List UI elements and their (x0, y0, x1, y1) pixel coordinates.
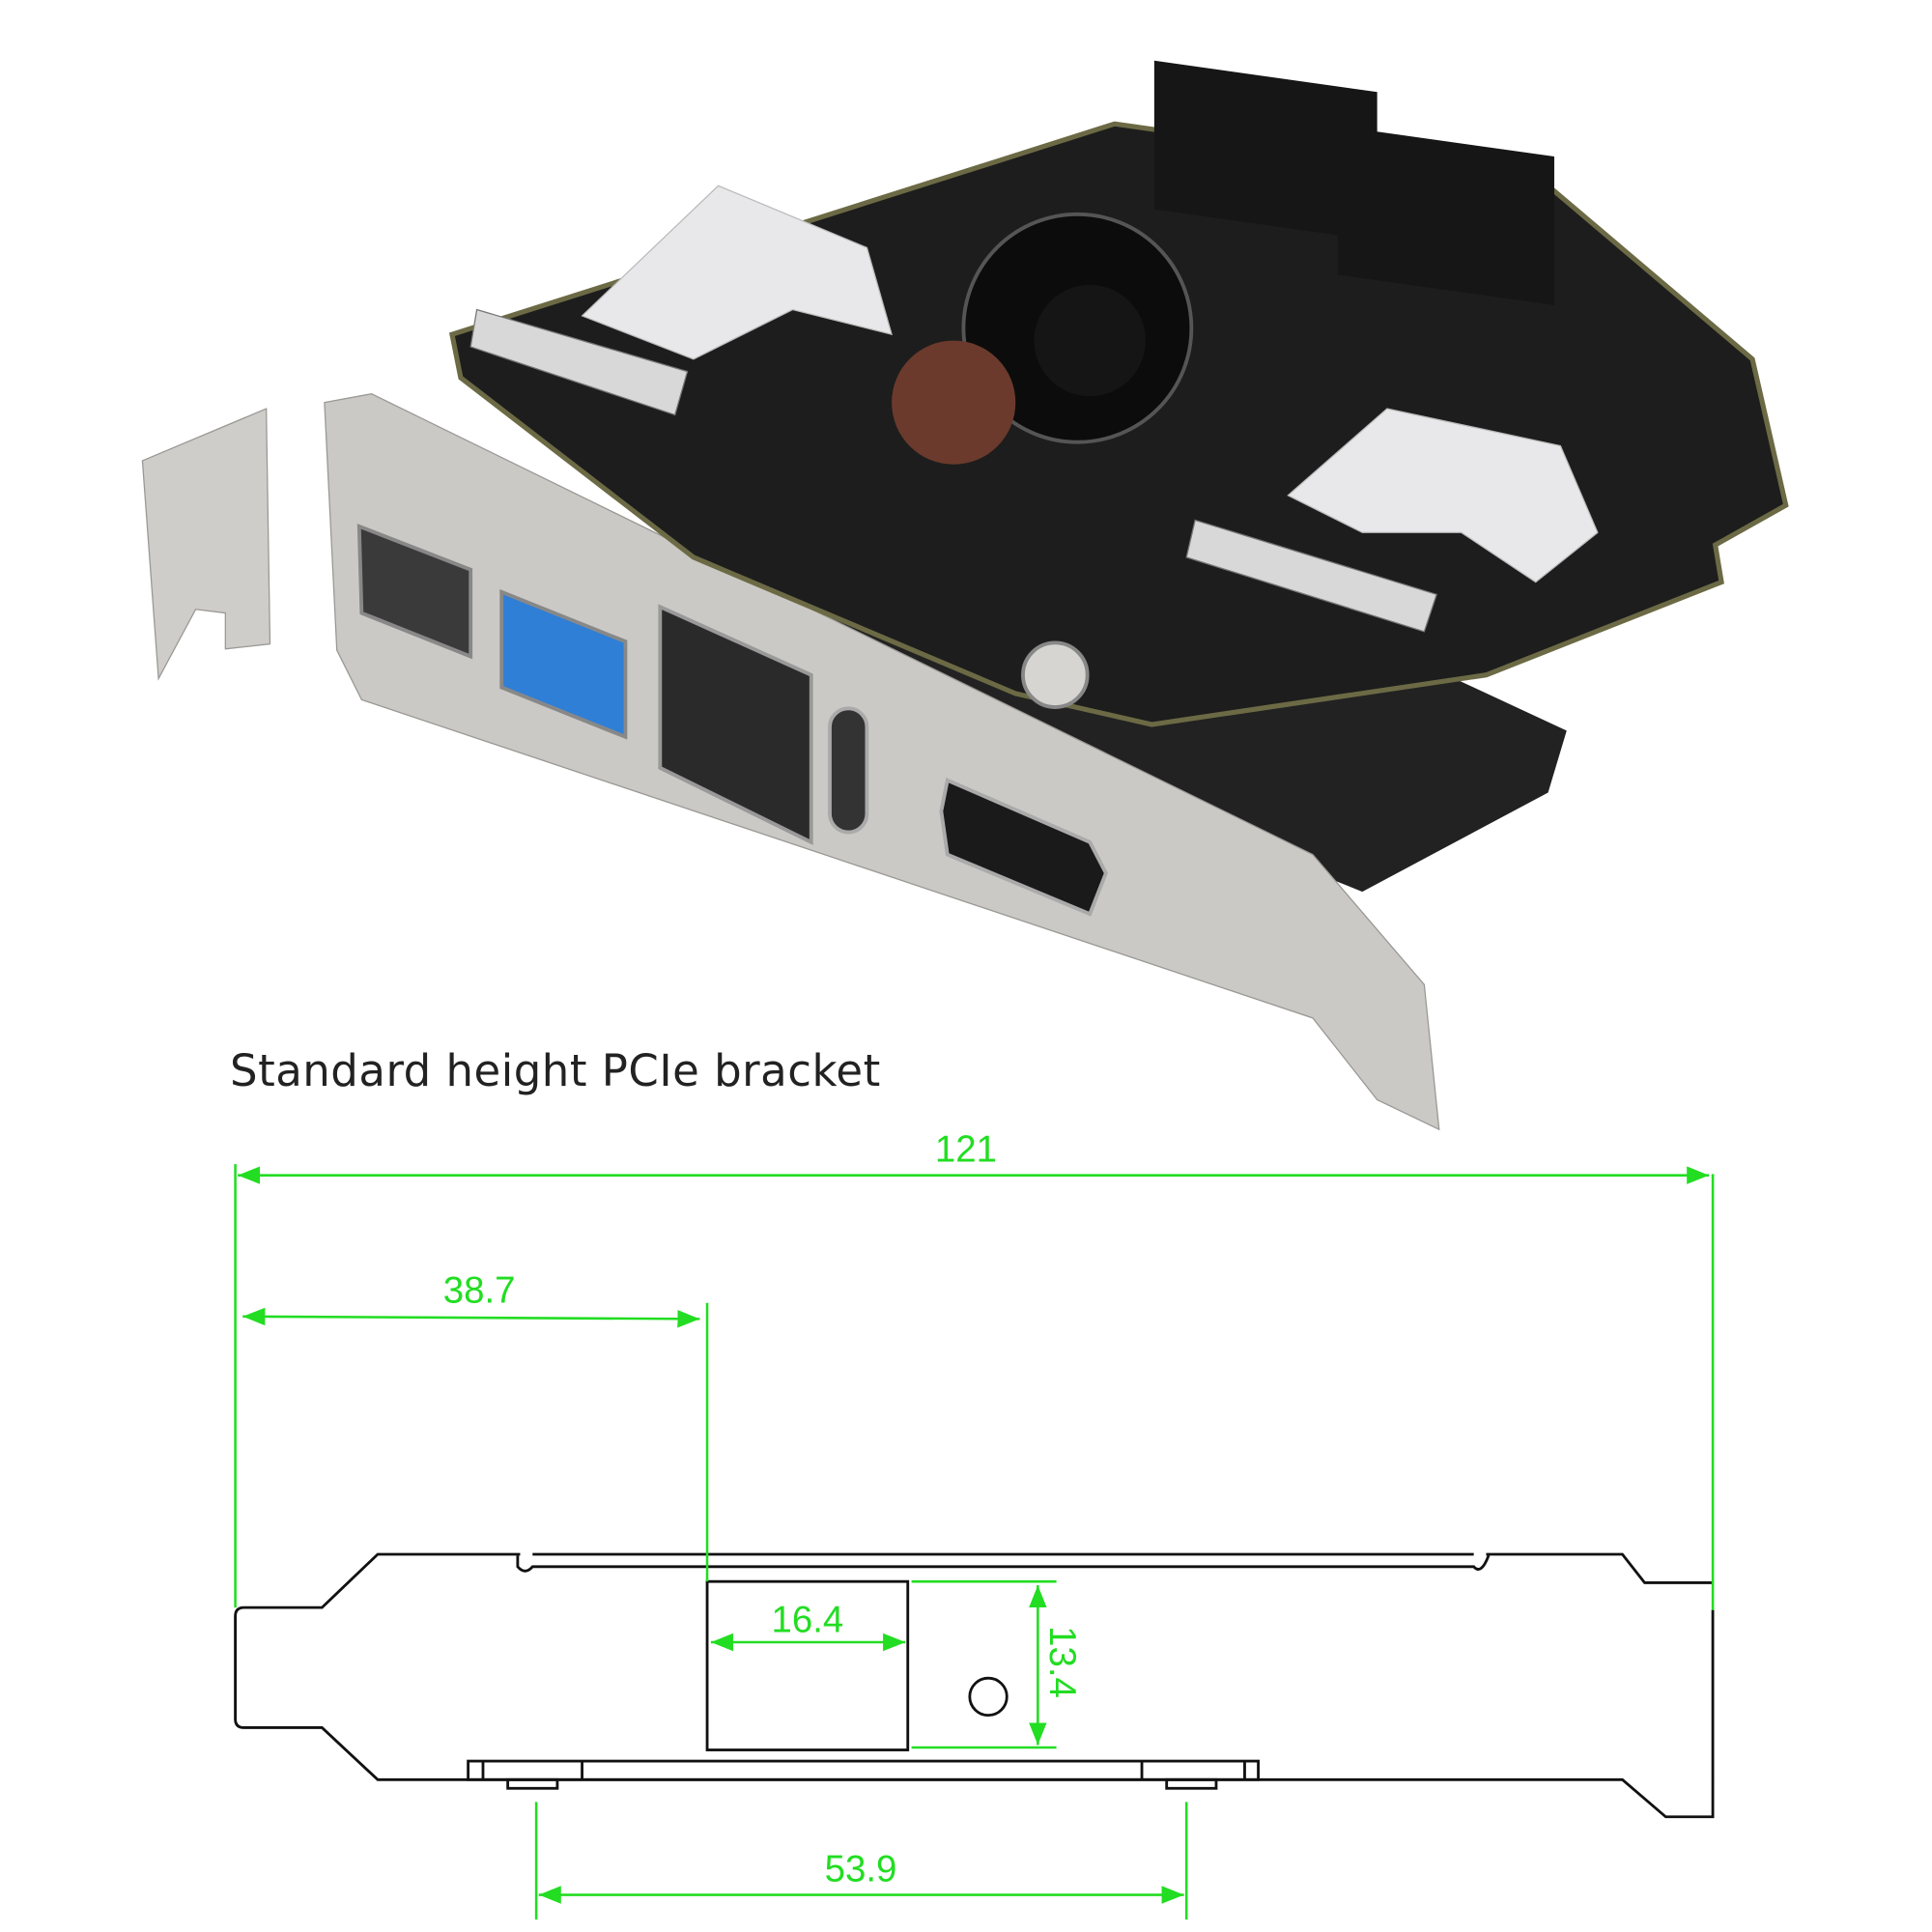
header-connector-1 (1153, 60, 1378, 242)
bracket-face (324, 393, 1440, 1131)
bracket-left-tab (141, 408, 271, 681)
hdmi-port (939, 777, 1108, 917)
ribbon-cable-2 (1287, 408, 1599, 583)
bottom-plate (467, 1759, 1260, 1781)
rtc-battery-holder (892, 340, 1016, 465)
dimension-lines (234, 1164, 1715, 1920)
ffc-connector-1 (469, 308, 689, 416)
led-hole (968, 1676, 1009, 1718)
ethernet-port (658, 604, 813, 845)
label-tab-spacing: 53.9 (825, 1848, 897, 1889)
top-rib (516, 1554, 1491, 1573)
product-photo (141, 60, 1789, 1131)
usb-a-port (356, 524, 473, 660)
ffc-connector-2 (1185, 519, 1437, 633)
bracket-screw (1021, 640, 1090, 709)
label-cutout-height: 13.4 (1041, 1626, 1083, 1698)
ribbon-cable-1 (581, 185, 893, 360)
caption: Standard height PCIe bracket (230, 1045, 881, 1096)
usb3-port (499, 588, 628, 740)
bottom-plate-dividers (481, 1761, 1246, 1780)
mount-tab-left (506, 1777, 559, 1790)
port-cutout (705, 1579, 910, 1751)
usb-c-port (828, 706, 869, 835)
label-overall-width: 121 (935, 1129, 997, 1171)
label-offset: 38.7 (443, 1270, 516, 1312)
fan-hub (1034, 284, 1146, 397)
mount-tab-right (1165, 1777, 1218, 1790)
bracket-drawing (234, 1552, 1715, 1819)
dim-arrow-offset (242, 1307, 700, 1328)
bracket-outline (234, 1552, 1715, 1819)
dimension-labels: 121 38.7 16.4 13.4 53.9 (443, 1129, 1083, 1890)
header-connector-2 (1337, 126, 1554, 305)
label-cutout-width: 16.4 (771, 1600, 843, 1641)
